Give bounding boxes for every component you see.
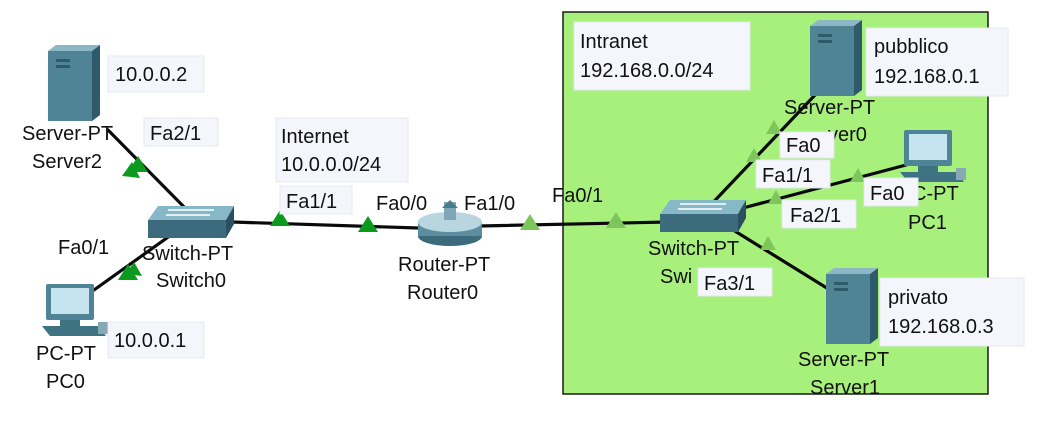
device-label-server2-name: Server2 [32, 151, 102, 173]
device-label-server2-type: Server-PT [22, 123, 113, 145]
note-internet-name[interactable]: Internet [281, 126, 349, 148]
device-labels: Server-PT Server2 Switch-PT Switch0 PC-P… [22, 97, 959, 399]
device-label-server1-name: Server1 [810, 377, 880, 399]
port-label-switch1-server1: Fa3/1 [704, 273, 755, 295]
port-label-router-wan: Fa0/0 [376, 193, 427, 215]
link-switch1-server0[interactable] [702, 93, 817, 214]
port-label-router-lan: Fa1/0 [464, 193, 515, 215]
server-icon[interactable] [826, 268, 878, 344]
note-box-internet [275, 117, 409, 183]
link-pc0-switch0[interactable] [92, 228, 180, 292]
port-indicator-switch0-a [122, 162, 140, 178]
link-switch0-router0[interactable] [230, 220, 420, 230]
switch-icon[interactable] [660, 200, 746, 232]
device-label-router0-name: Router0 [407, 282, 478, 304]
pc-icon[interactable] [42, 284, 108, 336]
note-box-intranet [573, 21, 751, 91]
port-box-switch0-uplink [279, 185, 353, 215]
note-intranet-net[interactable]: 192.168.0.0/24 [580, 60, 713, 82]
port-labels: Fa2/1 Fa0/1 Fa1/1 Fa0/0 Fa1/0 Fa0/1 Fa0 … [58, 117, 919, 297]
port-indicator-server0 [766, 120, 782, 134]
note-intranet-name[interactable]: Intranet [580, 31, 648, 53]
port-indicator-pc1 [850, 168, 866, 182]
link-switch1-pc1[interactable] [722, 163, 908, 215]
note-pc0-ip[interactable]: 10.0.0.1 [114, 330, 186, 352]
link-server2-switch0[interactable] [106, 128, 192, 215]
link-switch1-server1[interactable] [728, 226, 832, 292]
device-label-router0-type: Router-PT [398, 254, 490, 276]
port-indicator-switch0-b [126, 262, 142, 276]
port-indicator-router-wan [358, 216, 378, 232]
port-label-switch1-server0: Fa2/1 [790, 205, 841, 227]
port-label-server0-nic: Fa0 [786, 135, 820, 157]
device-label-pc0-type: PC-PT [36, 343, 96, 365]
device-label-pc0-name: PC0 [46, 371, 85, 393]
port-indicator-switch1-server0 [746, 148, 762, 162]
note-server2-ip[interactable]: 10.0.0.2 [115, 64, 187, 86]
note-box-privato [879, 277, 1025, 347]
port-label-pc1-nic: Fa0 [870, 183, 904, 205]
server-icon[interactable] [810, 20, 862, 96]
port-box-server2-switch [143, 117, 219, 147]
device-label-pc1-name: PC1 [908, 212, 947, 234]
port-box-switch1-server1 [697, 267, 773, 297]
port-indicator-switch1-server1 [760, 236, 776, 250]
port-indicators [118, 120, 866, 280]
port-box-switch1-pc1 [755, 159, 831, 189]
note-box-server2 [107, 55, 205, 93]
device-label-switch0-name: Switch0 [156, 270, 226, 292]
note-box-pc0 [107, 321, 205, 359]
note-pubblico-name[interactable]: pubblico [874, 36, 949, 58]
note-pubblico-ip[interactable]: 192.168.0.1 [874, 66, 980, 88]
device-label-server0-type: Server-PT [784, 97, 875, 119]
notes: 10.0.0.2 10.0.0.1 Internet 10.0.0.0/24 I… [107, 21, 1025, 359]
note-privato-ip[interactable]: 192.168.0.3 [888, 316, 994, 338]
switch-icon[interactable] [148, 206, 234, 238]
port-indicator-switch1-pc1 [768, 190, 784, 204]
device-label-server0-name: ver0 [828, 124, 867, 146]
device-label-switch1-name: Swi [660, 266, 692, 288]
port-label-switch1-pc1: Fa1/1 [762, 165, 813, 187]
port-box-switch1-server0 [781, 199, 857, 229]
device-label-server1-type: Server-PT [798, 349, 889, 371]
device-label-switch1-type: Switch-PT [648, 238, 739, 260]
port-indicator-switch0-uplink [270, 210, 290, 226]
router-icon[interactable] [418, 200, 482, 246]
note-privato-name[interactable]: privato [888, 287, 948, 309]
port-label-pc0-switch: Fa0/1 [58, 237, 109, 259]
note-internet-net[interactable]: 10.0.0.0/24 [281, 154, 381, 176]
port-box-server0-nic [779, 131, 835, 159]
device-label-switch0-type: Switch-PT [142, 243, 233, 265]
pc-icon[interactable] [900, 130, 966, 182]
note-box-pubblico [865, 27, 1009, 97]
server-icon[interactable] [48, 45, 100, 121]
links [92, 93, 908, 292]
port-label-switch1-uplink: Fa0/1 [552, 185, 603, 207]
link-router0-switch1[interactable] [478, 220, 670, 228]
port-label-switch0-uplink: Fa1/1 [286, 191, 337, 213]
port-indicator-switch1-uplink [606, 212, 626, 228]
port-box-pc1-nic [863, 177, 919, 207]
port-label-server2-switch: Fa2/1 [150, 123, 201, 145]
port-indicator-router-lan [520, 214, 540, 230]
device-label-pc1-type: C-PT [912, 183, 959, 205]
